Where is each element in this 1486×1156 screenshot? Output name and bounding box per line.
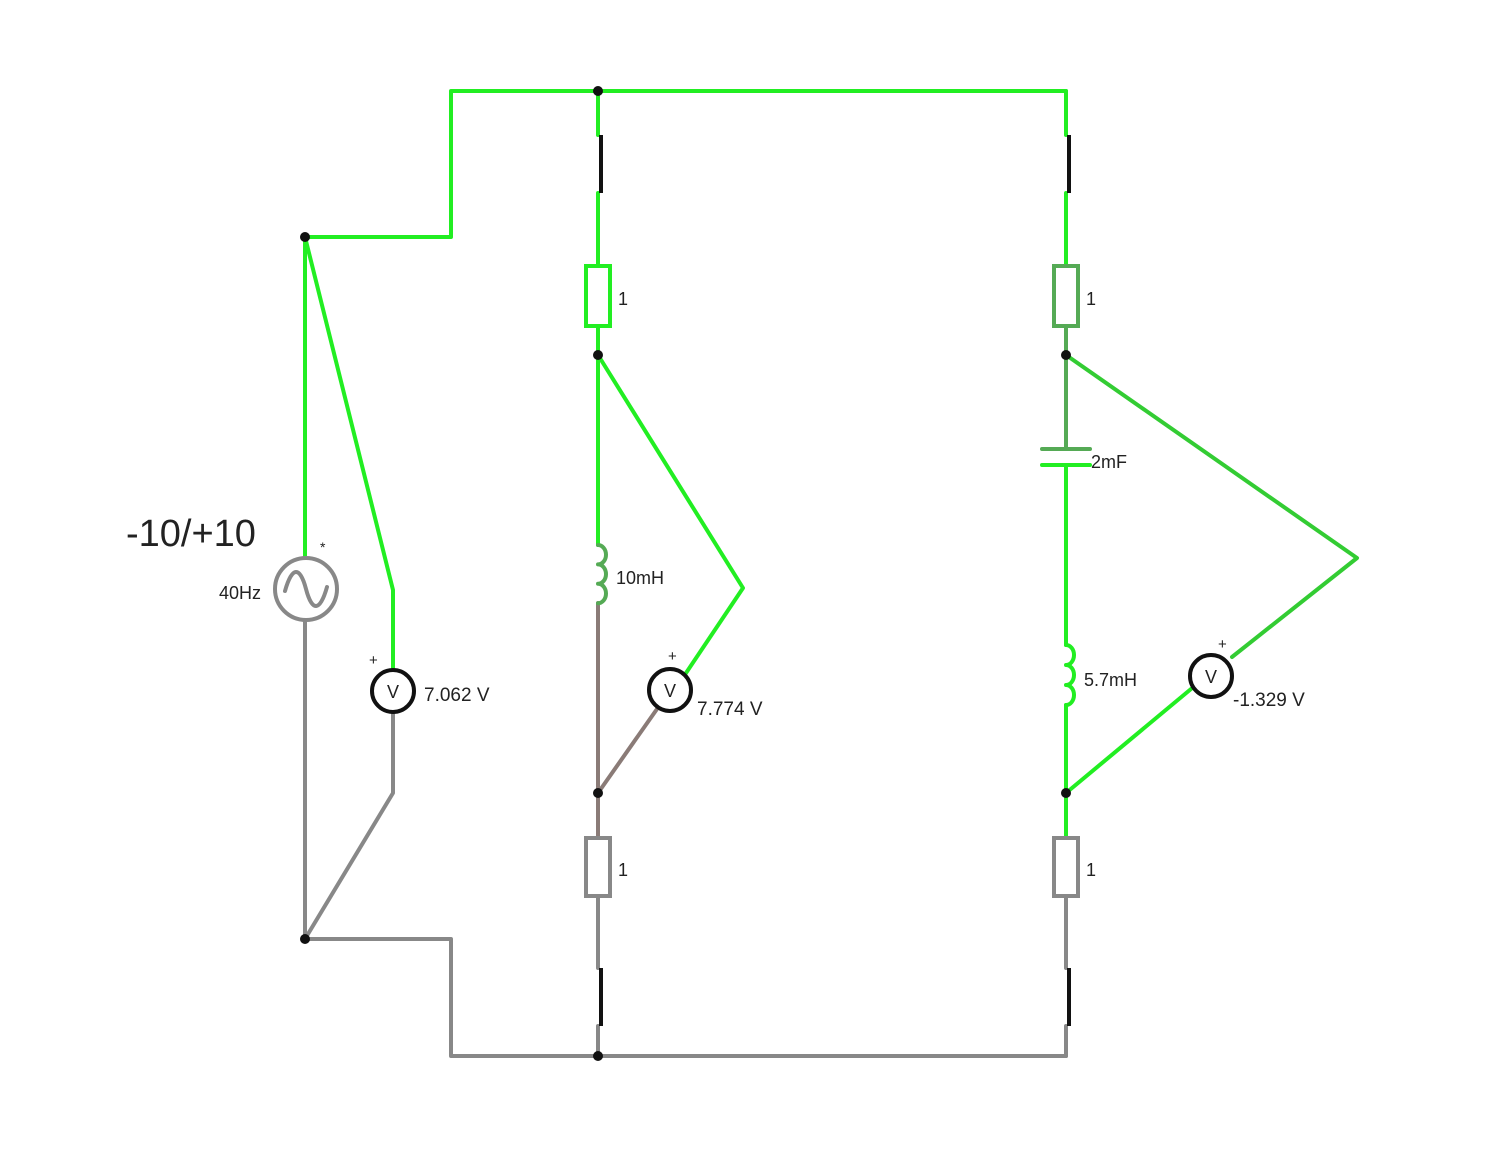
junction-nodes [300,86,1071,1061]
meter3-minus-lead[interactable] [1064,687,1193,795]
voltmeter-3-plus: + [1218,636,1227,653]
ac-source[interactable]: -10/+10 40Hz * [126,513,339,622]
meter2-minus-lead[interactable] [596,707,659,795]
voltmeter-2-reading: 7.774 V [697,699,763,720]
meter1-plus-lead[interactable] [303,235,395,670]
capacitor-right-label: 2mF [1091,452,1127,472]
meter2-plus-lead[interactable] [596,353,745,678]
bottom-rail-wire[interactable] [303,618,1068,1058]
resistor-left-top[interactable]: 1 [584,264,628,328]
wires [303,89,1359,1058]
resistor-left-bottom-label: 1 [618,860,628,880]
node-mid-lower[interactable] [593,788,603,798]
voltmeter-1-plus: + [369,652,378,669]
resistor-right-bottom[interactable]: 1 [1052,836,1096,898]
source-frequency-label: 40Hz [219,583,261,603]
node-source-bottom[interactable] [300,934,310,944]
top-rail-wire[interactable] [303,89,1068,239]
voltmeter-3-reading: -1.329 V [1233,690,1305,711]
source-amplitude-label: -10/+10 [126,513,256,555]
inductor-left[interactable]: 10mH [596,543,664,606]
source-polarity-mark: * [320,539,326,555]
resistor-left-bottom[interactable]: 1 [584,836,628,898]
resistor-right-top-label: 1 [1086,289,1096,309]
sine-wave-icon [283,570,329,608]
voltmeter-1[interactable]: V + 7.062 V [369,652,490,714]
voltmeter-2-symbol: V [664,681,676,701]
voltmeter-1-symbol: V [387,682,399,702]
voltmeter-3-symbol: V [1205,667,1217,687]
voltmeter-3[interactable]: V + -1.329 V [1188,636,1305,711]
meter3-plus-lead[interactable] [1064,353,1359,659]
node-right-upper[interactable] [1061,350,1071,360]
node-mid-upper[interactable] [593,350,603,360]
node-top-mid[interactable] [593,86,603,96]
capacitor-right[interactable]: 2mF [1040,447,1127,472]
resistor-right-bottom-label: 1 [1086,860,1096,880]
voltmeter-1-reading: 7.062 V [424,685,490,706]
voltmeter-2-plus: + [668,648,677,665]
node-bottom-mid[interactable] [593,1051,603,1061]
node-right-lower[interactable] [1061,788,1071,798]
node-source-top[interactable] [300,232,310,242]
resistor-right-top[interactable]: 1 [1052,264,1096,328]
inductor-right[interactable]: 5.7mH [1064,643,1137,707]
meter1-minus-lead[interactable] [303,712,395,941]
inductor-left-label: 10mH [616,568,664,588]
resistor-left-top-label: 1 [618,289,628,309]
inductor-right-label: 5.7mH [1084,670,1137,690]
voltmeter-2[interactable]: V + 7.774 V [647,648,763,720]
